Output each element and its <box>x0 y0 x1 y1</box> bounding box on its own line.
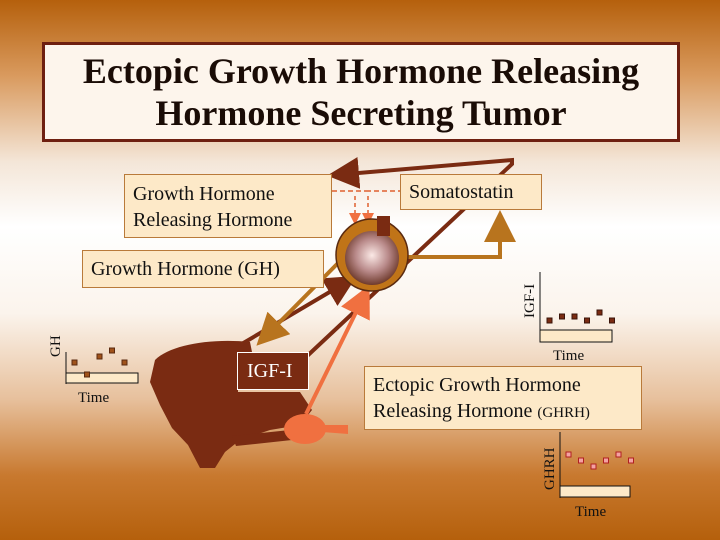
ghrh-mini-chart: GHRH Time <box>542 432 634 520</box>
gh-point <box>109 347 115 354</box>
growth-hormone-label: Growth Hormone (GH) <box>82 250 324 288</box>
title-box: Ectopic Growth Hormone Releasing Hormone… <box>42 42 680 142</box>
pituitary-stalk <box>377 216 390 236</box>
somatostatin-feedback-arrow <box>402 210 516 259</box>
ghrh-time-axis <box>559 485 631 498</box>
ectopic-tumor <box>284 414 326 444</box>
igf1-point <box>596 309 603 316</box>
igf1-time-axis <box>539 329 613 343</box>
liver-shape <box>150 340 312 468</box>
title-line-2: Hormone Secreting Tumor <box>155 93 567 133</box>
igf1-point <box>584 317 590 324</box>
tumor-vessel <box>232 430 292 446</box>
pituitary-core <box>345 231 399 285</box>
igf1-xlabel: Time <box>553 348 584 364</box>
gh-mini-chart: GH Time <box>48 335 139 406</box>
ectopic-label-line2-text: Releasing Hormone <box>373 400 533 422</box>
ghrh-xlabel: Time <box>575 504 606 520</box>
ectopic-label-abbrev: (GHRH) <box>537 405 590 421</box>
ghrh-label-line1: Growth Hormone <box>133 183 275 205</box>
gh-time-axis <box>65 372 139 384</box>
title-line-1: Ectopic Growth Hormone Releasing <box>82 51 640 91</box>
ghrh-point <box>603 457 609 464</box>
igf1-ylabel: IGF-I <box>522 284 538 318</box>
gh-point <box>96 353 103 360</box>
ghrh-ylabel: GHRH <box>542 447 558 490</box>
ectopic-label-line2: Releasing Hormone (GHRH) <box>373 398 633 426</box>
somatostatin-label: Somatostatin <box>400 174 542 210</box>
ectopic-ghrh-label: Ectopic Growth Hormone Releasing Hormone… <box>364 366 642 430</box>
igf1-mini-chart: IGF-I Time <box>522 272 615 364</box>
ghrh-point <box>565 451 572 458</box>
ghrh-point <box>590 463 597 470</box>
ghrh-point <box>578 457 584 464</box>
ghrh-label: Growth Hormone Releasing Hormone <box>124 174 332 238</box>
ectopic-ghrh-arrow <box>304 284 370 415</box>
igf1-arrow-to-pituitary <box>238 275 357 347</box>
ghrh-point <box>615 451 622 458</box>
igf1-point <box>546 317 553 324</box>
gh-ylabel: GH <box>48 335 64 357</box>
ectopic-label-line1: Ectopic Growth Hormone <box>373 374 581 396</box>
gh-arrow-to-liver <box>256 254 347 346</box>
gh-point <box>84 371 90 378</box>
gh-point <box>121 359 128 366</box>
igf1-arrow-feedback <box>303 157 514 360</box>
ghrh-point <box>628 457 634 464</box>
igf1-point <box>609 317 615 324</box>
gh-point <box>71 359 78 366</box>
ghrh-label-line2: Releasing Hormone <box>133 209 293 231</box>
igf1-label: IGF-I <box>237 352 309 390</box>
gh-xlabel: Time <box>78 390 109 406</box>
igf1-point <box>571 313 578 320</box>
tumor-vessel-right <box>322 425 348 434</box>
igf1-point <box>559 313 565 320</box>
